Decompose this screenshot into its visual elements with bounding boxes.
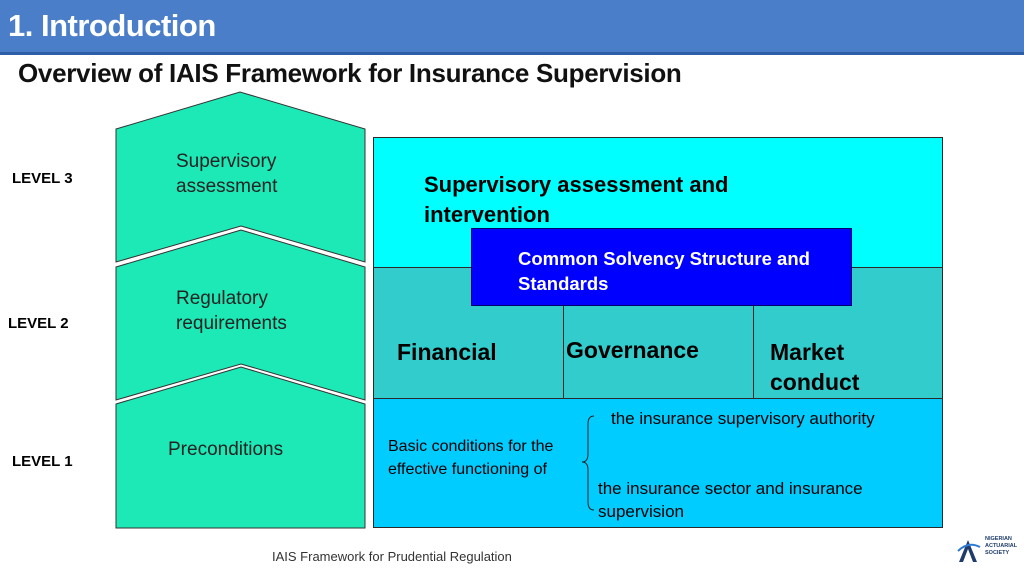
level-2-label: LEVEL 2 (8, 315, 69, 332)
page-title: Overview of IAIS Framework for Insurance… (18, 58, 682, 88)
market-conduct-label: Market conduct (770, 339, 860, 395)
pillar-governance (564, 305, 754, 399)
arrow-label-preconditions: Preconditions (168, 439, 284, 460)
level-1-box (373, 398, 943, 528)
authority-text: the insurance supervisory authority (611, 409, 875, 428)
footer-text: IAIS Framework for Prudential Regulation (272, 549, 512, 564)
arrow-preconditions (115, 366, 366, 529)
curly-brace-icon (581, 415, 595, 511)
level-1-label: LEVEL 1 (12, 453, 73, 470)
level-3-label: LEVEL 3 (12, 170, 73, 187)
section-title: 1. Introduction (8, 8, 216, 43)
arrow-regulatory-requirements (115, 229, 366, 401)
logo-text: NIGERIAN ACTUARIAL SOCIETY (985, 536, 1017, 556)
nas-logo-icon (957, 540, 981, 562)
sector-text: the insurance sector and insurance super… (598, 479, 863, 521)
header-bar (0, 0, 1024, 55)
arrow-label-supervisory-assessment: Supervisory assessment (176, 151, 278, 197)
pillar-financial (373, 305, 564, 399)
financial-label: Financial (397, 339, 497, 365)
arrow-supervisory-assessment (115, 91, 366, 263)
common-solvency-text: Common Solvency Structure and Standards (518, 248, 810, 294)
level-3-text: Supervisory assessment and intervention (424, 172, 729, 227)
common-solvency-box (471, 228, 852, 306)
basic-conditions-text: Basic conditions for the effective funct… (388, 438, 554, 478)
governance-label: Governance (566, 337, 699, 363)
arrow-label-regulatory-requirements: Regulatory requirements (176, 288, 287, 334)
